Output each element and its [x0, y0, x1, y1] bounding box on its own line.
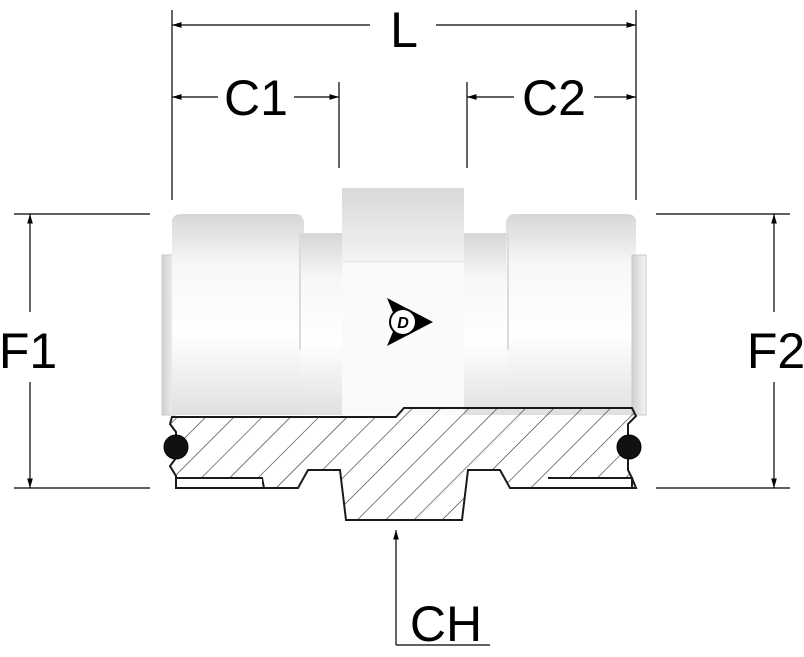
hex-nut — [342, 188, 464, 415]
right-neck — [464, 233, 508, 415]
right-end-face — [631, 254, 647, 416]
dimension-f2-label: F2 — [747, 323, 804, 379]
dimension-c1: C1 — [172, 70, 340, 168]
left-neck — [300, 233, 342, 415]
dimension-l-label: L — [390, 2, 418, 58]
dimension-f2: F2 — [656, 213, 804, 489]
logo-letter: D — [397, 315, 409, 332]
dimension-ch: CH — [393, 530, 490, 652]
fitting-body — [161, 188, 647, 416]
dimension-c1-label: C1 — [224, 70, 288, 126]
right-body — [506, 214, 636, 415]
dimension-f1-label: F1 — [0, 323, 57, 379]
right-o-ring — [616, 434, 642, 460]
left-o-ring — [163, 434, 189, 460]
cross-section — [163, 407, 642, 521]
dimension-c2-label: C2 — [522, 70, 586, 126]
dunlop-logo: D — [387, 298, 433, 346]
section-hatched — [168, 407, 638, 521]
left-body — [172, 214, 304, 415]
dimension-l: L — [171, 2, 637, 200]
dimension-c2: C2 — [466, 70, 636, 168]
dimension-f1: F1 — [0, 213, 150, 489]
dimension-ch-label: CH — [410, 596, 482, 652]
